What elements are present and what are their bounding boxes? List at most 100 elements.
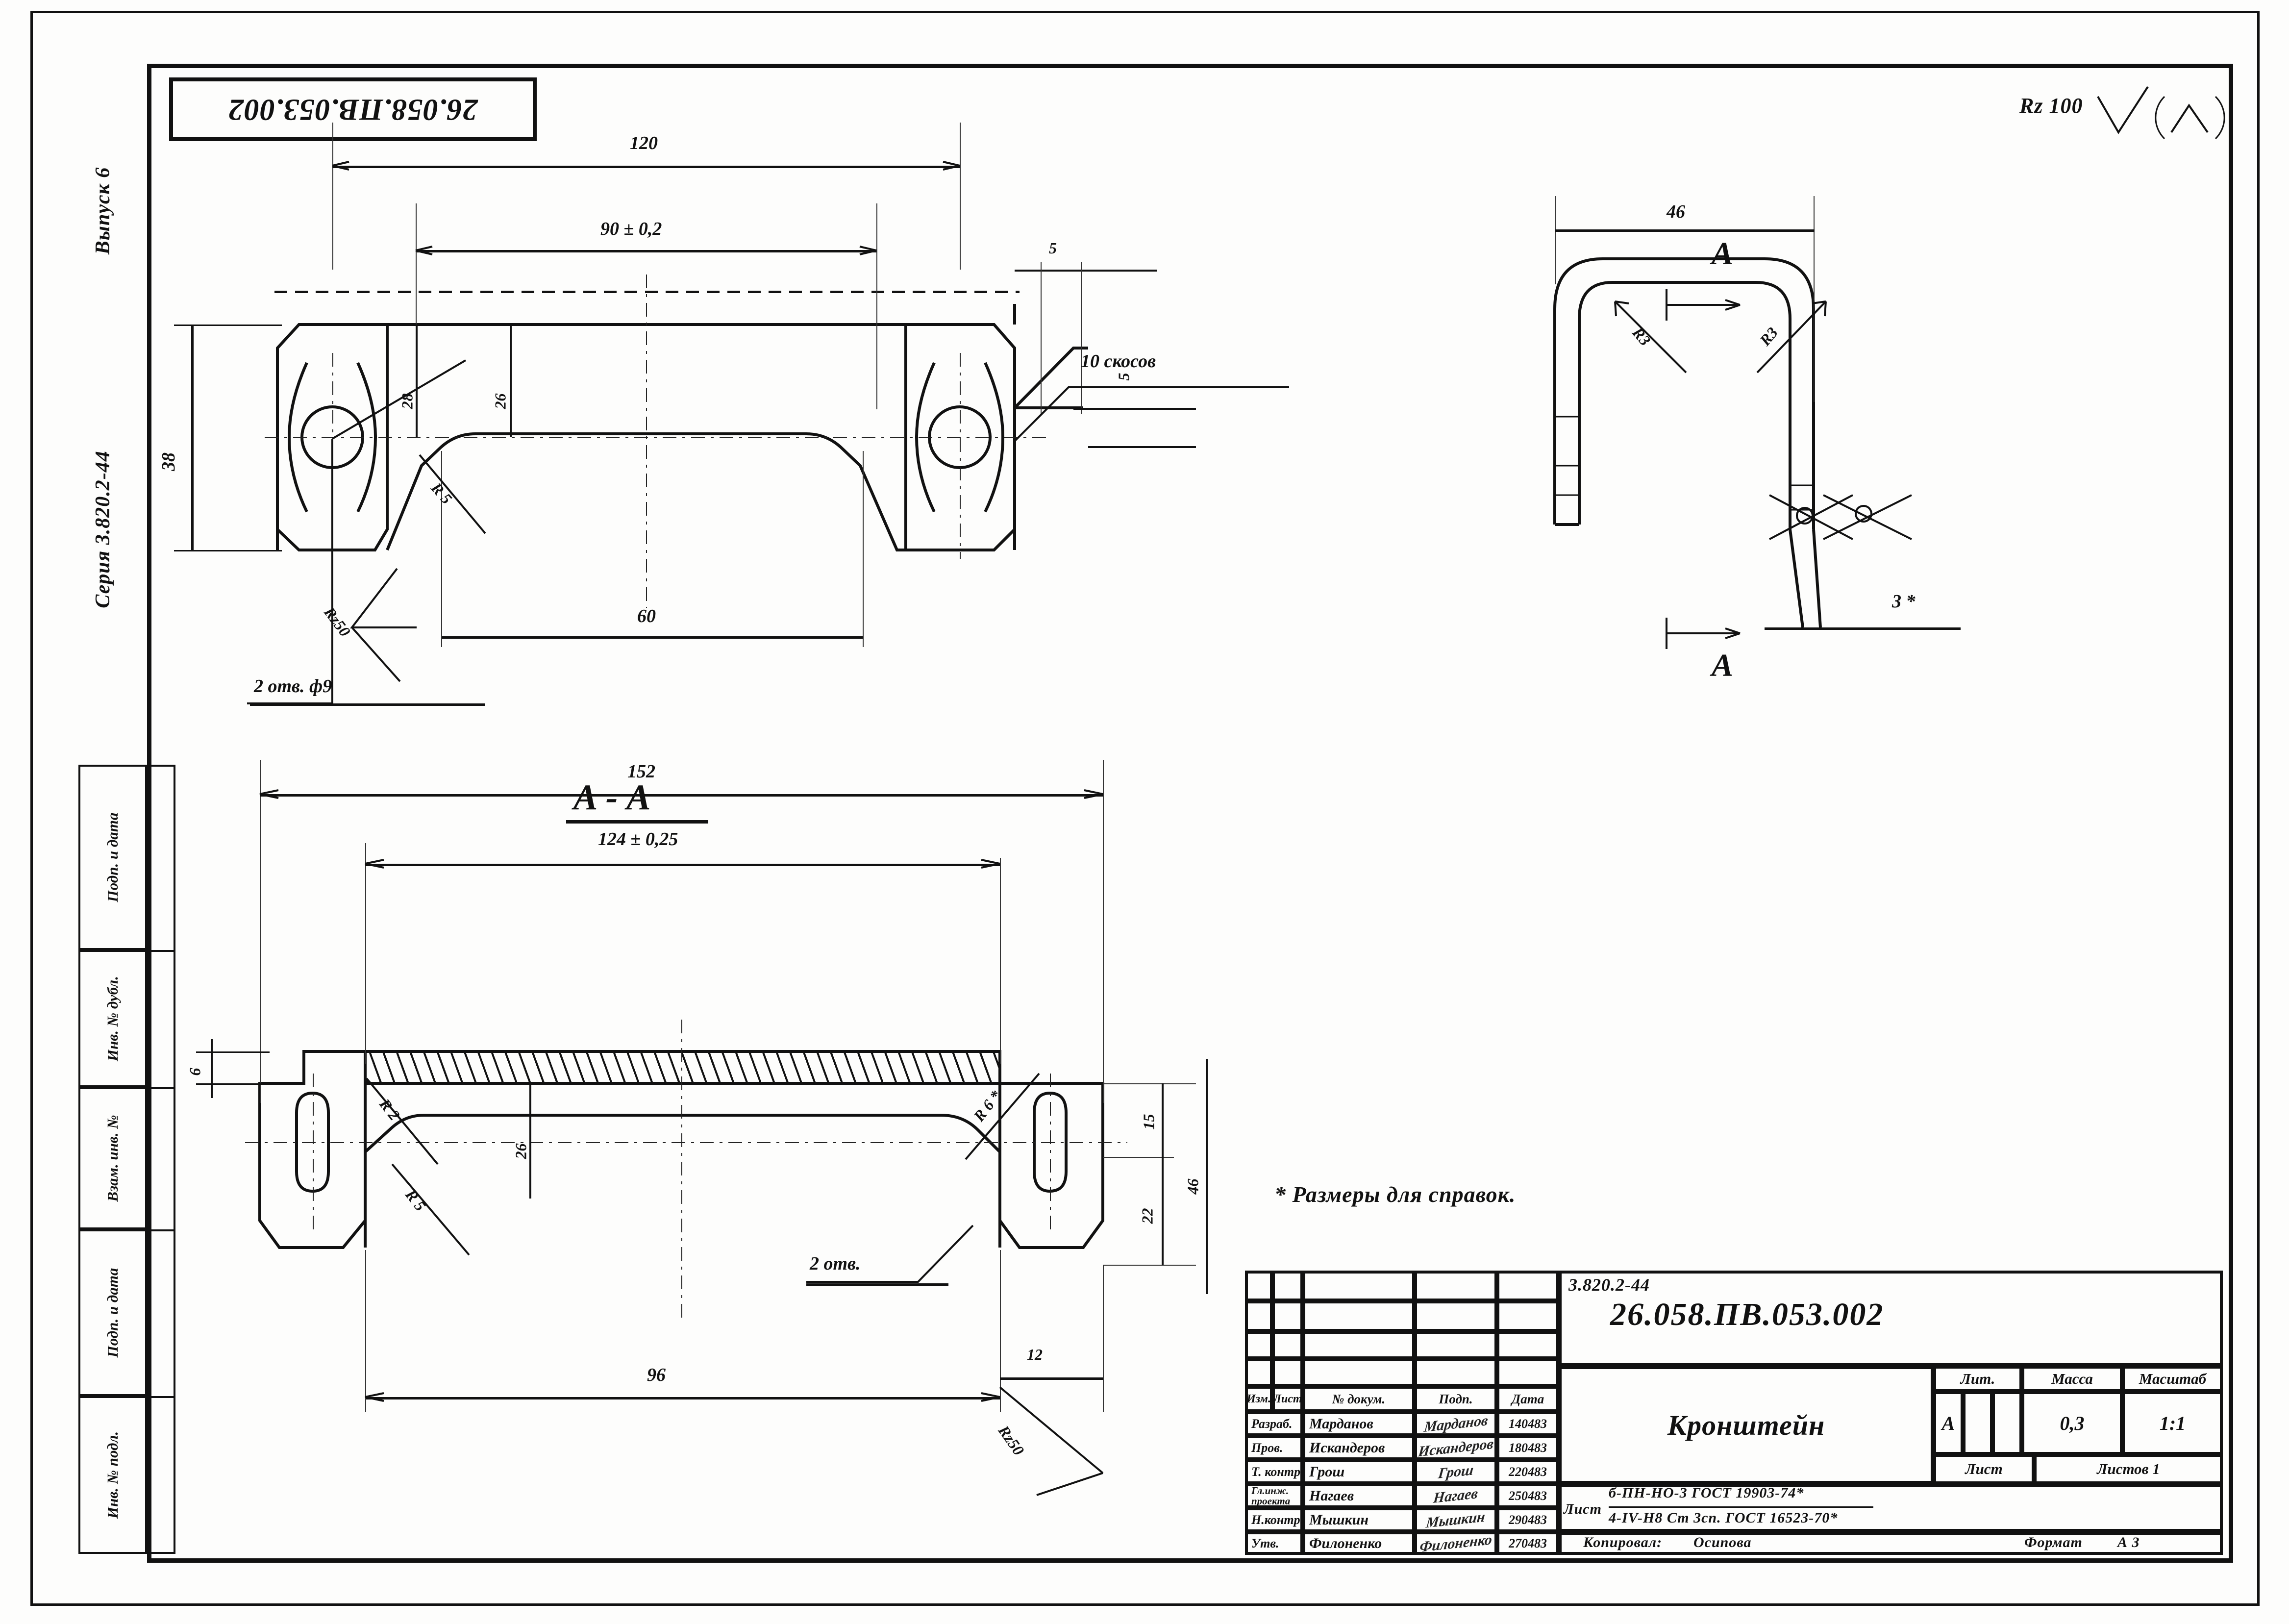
rev-cell[interactable] bbox=[1415, 1301, 1497, 1331]
rev-header-izm: Изм. bbox=[1245, 1386, 1272, 1412]
rev-cell[interactable] bbox=[1245, 1271, 1272, 1301]
rev-cell[interactable] bbox=[1272, 1301, 1303, 1331]
section-hatching bbox=[366, 1053, 998, 1082]
ext-line bbox=[1000, 1265, 1001, 1412]
role-name: Нагаев bbox=[1303, 1484, 1415, 1508]
title-block: Изм. Лист № докум. Подп. Дата Разраб. Ма… bbox=[1245, 1271, 2223, 1555]
fillet-r2-leader bbox=[366, 1077, 439, 1165]
role-name: Филоненко bbox=[1303, 1532, 1415, 1555]
section-letter-bottom: A bbox=[1712, 648, 1734, 683]
rev-cell[interactable] bbox=[1272, 1331, 1303, 1359]
part-centerline bbox=[646, 275, 647, 608]
ext-line bbox=[1103, 1265, 1104, 1412]
slot-centerline-h bbox=[245, 1142, 1127, 1143]
note-slots: 2 отв. bbox=[810, 1253, 861, 1274]
rev-cell[interactable] bbox=[1272, 1271, 1303, 1301]
copied-label: Копировал: bbox=[1583, 1534, 1663, 1550]
angle-leader bbox=[1769, 494, 1912, 540]
hole-centerline-right bbox=[960, 353, 961, 559]
radius-r3-left-leader bbox=[1614, 300, 1687, 374]
format-label: Формат bbox=[2024, 1534, 2083, 1550]
role-signature[interactable]: Мышкин bbox=[1415, 1508, 1497, 1532]
dim-line-5a bbox=[1015, 270, 1157, 272]
rev-cell[interactable] bbox=[1497, 1331, 1559, 1359]
rev-cell[interactable] bbox=[1415, 1359, 1497, 1386]
leader-underline bbox=[806, 1283, 948, 1286]
drawing-number-box bbox=[1559, 1271, 2223, 1366]
margin-block-label: Взам. инв. № bbox=[104, 1115, 121, 1202]
rev-cell[interactable] bbox=[1303, 1331, 1415, 1359]
series-code: 3.820.2-44 bbox=[1568, 1275, 1650, 1295]
hidden-line bbox=[274, 291, 1020, 293]
margin-block-label: Инв. № подл. bbox=[104, 1431, 121, 1519]
margin-divider bbox=[147, 950, 175, 952]
ext-line bbox=[1103, 1265, 1196, 1266]
rev-cell[interactable] bbox=[1497, 1271, 1559, 1301]
holes-leader bbox=[247, 359, 467, 704]
ext-line bbox=[1081, 262, 1082, 414]
part-name: Кронштейн bbox=[1667, 1409, 1825, 1441]
dim-line-46 bbox=[1206, 1059, 1208, 1294]
lit-cell-3[interactable] bbox=[1992, 1392, 2022, 1454]
right-view-outline bbox=[1553, 257, 1822, 628]
rev-cell[interactable] bbox=[1272, 1359, 1303, 1386]
lit-cell-2[interactable] bbox=[1963, 1392, 1992, 1454]
rev-cell[interactable] bbox=[1497, 1359, 1559, 1386]
rev-cell[interactable] bbox=[1497, 1301, 1559, 1331]
role-name: Мышкин bbox=[1303, 1508, 1415, 1532]
ext-line bbox=[332, 123, 333, 270]
dim-line-152 bbox=[260, 794, 1103, 797]
scale-value[interactable]: 1:1 bbox=[2122, 1392, 2223, 1454]
dim-top-15: 15 bbox=[1140, 1114, 1158, 1130]
section-aa-outline bbox=[258, 1050, 1104, 1249]
rev-cell[interactable] bbox=[1303, 1301, 1415, 1331]
slots-leader bbox=[806, 1224, 974, 1283]
rev-cell[interactable] bbox=[1415, 1331, 1497, 1359]
role-signature[interactable]: Грош bbox=[1415, 1460, 1497, 1484]
ext-line bbox=[1814, 196, 1815, 402]
dim-center-60: 60 bbox=[637, 606, 656, 626]
role-signature[interactable]: Искандеров bbox=[1415, 1435, 1497, 1460]
material-label: Лист bbox=[1564, 1501, 1602, 1517]
ext-line bbox=[365, 843, 366, 1064]
dim-line-60 bbox=[441, 636, 863, 639]
ext-line bbox=[416, 203, 417, 409]
ext-line bbox=[196, 1083, 270, 1085]
rev-cell[interactable] bbox=[1245, 1359, 1272, 1386]
part-centerline bbox=[681, 1020, 682, 1324]
ext-line bbox=[1088, 446, 1196, 448]
rev-cell[interactable] bbox=[1245, 1301, 1272, 1331]
sheet-outer-border bbox=[30, 11, 2260, 1606]
rev-cell[interactable] bbox=[1415, 1271, 1497, 1301]
drawing-number: 26.058.ПВ.053.002 bbox=[1610, 1297, 1884, 1332]
margin-block-cell: Инв. № подл. bbox=[78, 1396, 147, 1554]
role-signature[interactable]: Филоненко bbox=[1415, 1531, 1497, 1555]
rev-cell[interactable] bbox=[1245, 1331, 1272, 1359]
signature-text: Филоненко bbox=[1418, 1531, 1493, 1555]
mass-value[interactable]: 0,3 bbox=[2022, 1392, 2122, 1454]
ext-line bbox=[1103, 1083, 1196, 1084]
section-letter-top: A bbox=[1712, 236, 1734, 272]
angle-baseline bbox=[1765, 627, 1961, 630]
dim-line-28 bbox=[416, 325, 418, 437]
ext-line bbox=[174, 325, 282, 326]
dim-line-5b bbox=[1073, 408, 1196, 410]
role-signature[interactable]: Нагаев bbox=[1415, 1484, 1497, 1508]
rev-cell[interactable] bbox=[1303, 1359, 1415, 1386]
rev-header-doc: № докум. bbox=[1303, 1386, 1415, 1412]
fillet-r6-leader bbox=[965, 1073, 1040, 1160]
margin-block-column: Подп. и дата Инв. № дубл. Взам. инв. № П… bbox=[78, 765, 175, 1554]
sheet-inner-border bbox=[147, 64, 2233, 1563]
role-label: Н.контр. bbox=[1245, 1508, 1303, 1532]
format-value: А 3 bbox=[2117, 1534, 2140, 1550]
rev-cell[interactable] bbox=[1303, 1271, 1415, 1301]
lit-value[interactable]: A bbox=[1934, 1392, 1963, 1454]
margin-block-label: Подп. и дата bbox=[104, 812, 121, 902]
role-label: Разраб. bbox=[1245, 1412, 1303, 1436]
margin-block-subcolumn bbox=[147, 765, 175, 1554]
role-signature[interactable]: Марданов bbox=[1415, 1412, 1497, 1436]
signature-text: Нагаев bbox=[1432, 1485, 1479, 1506]
margin-divider bbox=[147, 1087, 175, 1089]
section-title: A - A bbox=[573, 777, 651, 818]
dim-hole-spacing-90: 90 ± 0,2 bbox=[600, 219, 662, 239]
